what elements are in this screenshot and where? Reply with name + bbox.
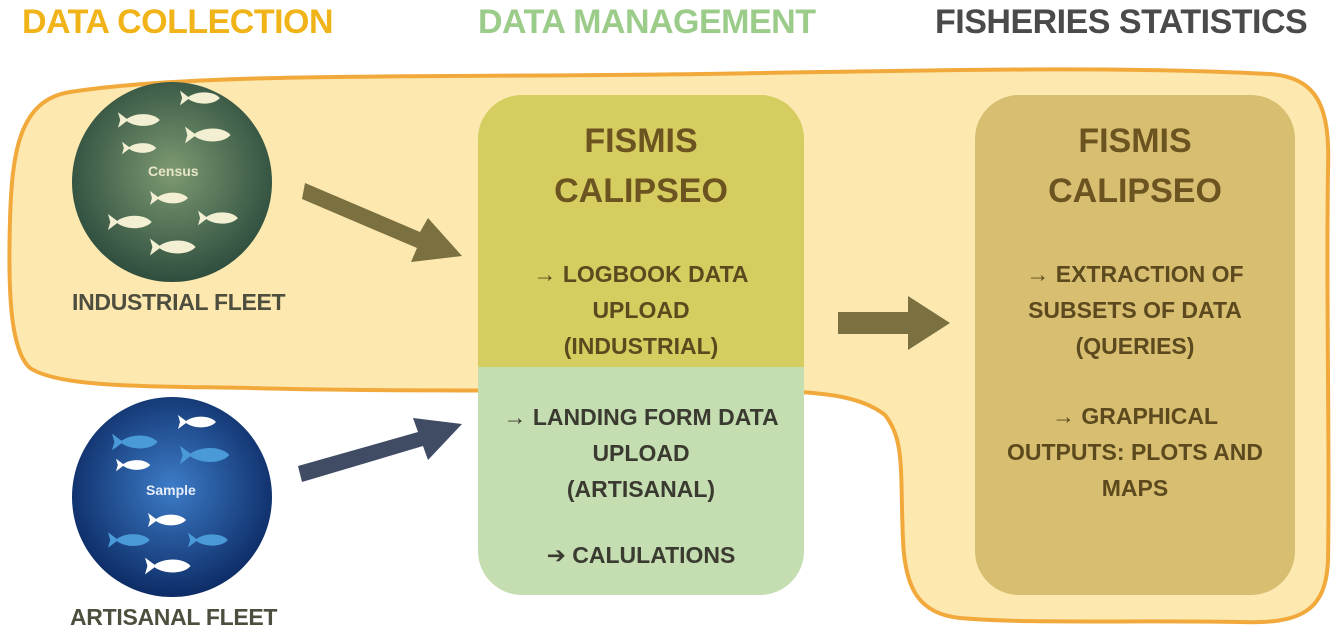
landing-line1: → LANDING FORM DATA bbox=[503, 404, 779, 430]
statistics-title-line1: FISMIS bbox=[1078, 122, 1192, 160]
sample-label: Sample bbox=[146, 482, 196, 498]
fisheries-statistics-heading: FISHERIES STATISTICS bbox=[935, 3, 1308, 41]
logbook-line1: → LOGBOOK DATA bbox=[533, 261, 749, 287]
landing-line2: UPLOAD bbox=[592, 440, 690, 466]
industrial-fleet-caption: INDUSTRIAL FLEET bbox=[72, 289, 286, 315]
industrial-to-management-arrow bbox=[302, 183, 462, 262]
statistics-title-line2: CALIPSEO bbox=[1048, 172, 1222, 210]
census-label: Census bbox=[148, 163, 199, 179]
artisanal-to-management-arrow bbox=[298, 418, 462, 482]
extraction-line1: → EXTRACTION OF bbox=[1026, 261, 1244, 287]
logbook-line3: (INDUSTRIAL) bbox=[563, 333, 719, 359]
management-title-line1: FISMIS bbox=[584, 122, 698, 160]
data-collection-heading: DATA COLLECTION bbox=[22, 3, 334, 41]
graphical-line1: → GRAPHICAL bbox=[1051, 403, 1219, 429]
management-to-statistics-arrow bbox=[838, 296, 950, 350]
management-title-line2: CALIPSEO bbox=[554, 172, 728, 210]
data-management-heading: DATA MANAGEMENT bbox=[478, 3, 816, 41]
artisanal-fleet-caption: ARTISANAL FLEET bbox=[70, 604, 278, 630]
industrial-upload-section bbox=[478, 95, 804, 367]
data-management-box: FISMIS CALIPSEO → LOGBOOK DATA UPLOAD (I… bbox=[478, 95, 804, 595]
fisheries-statistics-box: FISMIS CALIPSEO → EXTRACTION OF SUBSETS … bbox=[975, 95, 1295, 595]
logbook-line2: UPLOAD bbox=[592, 297, 690, 323]
extraction-line2: SUBSETS OF DATA bbox=[1028, 297, 1242, 323]
artisanal-fleet-circle bbox=[72, 397, 272, 597]
extraction-line3: (QUERIES) bbox=[1075, 333, 1195, 359]
landing-line3: (ARTISANAL) bbox=[566, 476, 716, 502]
calculations-line: ➔ CALULATIONS bbox=[546, 542, 736, 568]
graphical-line3: MAPS bbox=[1101, 475, 1169, 501]
graphical-line2: OUTPUTS: PLOTS AND bbox=[1007, 439, 1263, 465]
